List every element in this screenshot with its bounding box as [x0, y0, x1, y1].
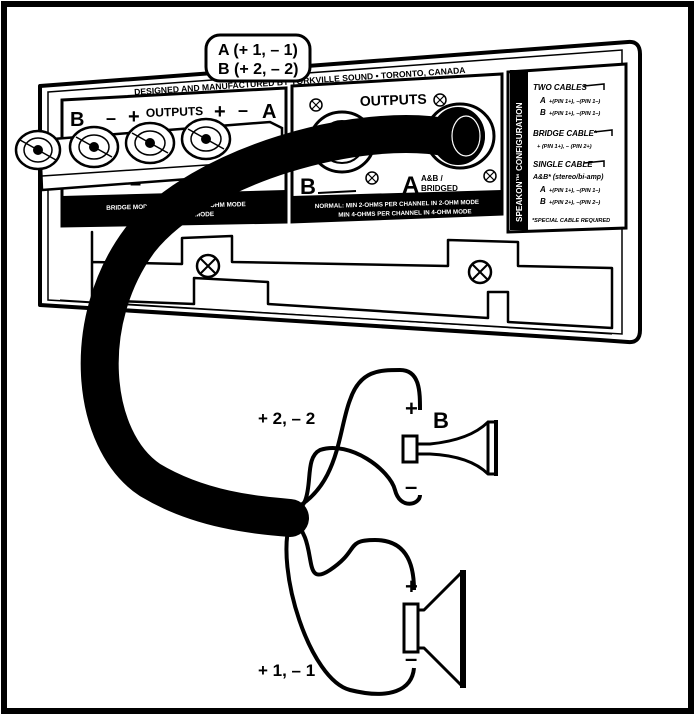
callout-line-a: A (+ 1, – 1)	[218, 42, 298, 59]
binding-post-outputs-label: OUTPUTS	[146, 104, 204, 120]
callout-box	[204, 33, 312, 83]
config-single-b-pins: +(PIN 2+), –(PIN 2–)	[549, 200, 600, 206]
screw-icon	[309, 98, 323, 112]
config-single-b-letter: B	[540, 197, 546, 206]
config-vertical-band	[510, 70, 528, 230]
config-two-b-letter: B	[540, 108, 546, 117]
cone-magnet	[402, 602, 420, 654]
speaker-b-letter: B	[433, 408, 449, 433]
screw-icon	[365, 171, 379, 185]
callout-line-b: B (+ 2, – 2)	[218, 61, 298, 78]
config-single-a-pins: +(PIN 1+), –(PIN 1–)	[549, 188, 600, 194]
panel-rim	[47, 49, 623, 335]
wire-a-minus	[284, 521, 416, 696]
config-single-ab: A&B* (stereo/bi-amp)	[532, 174, 604, 181]
speaker-wires: + 2, – 2 + 1, – 1	[258, 367, 422, 696]
speaker-a-plus: +	[405, 574, 418, 599]
binding-post-letter-a: A	[262, 101, 276, 123]
config-bridge-cable: BRIDGE CABLE*	[533, 129, 598, 138]
wire-b-plus	[287, 367, 422, 514]
config-two-a-pins: +(PIN 1+), –(PIN 1–)	[549, 99, 600, 105]
wire-label-a: + 1, – 1	[258, 661, 315, 680]
speakon-config-legend: SPEAKON™ CONFIGURATION TWO CABLES A +(PI…	[506, 62, 628, 234]
pin-callout: A (+ 1, – 1) B (+ 2, – 2)	[204, 33, 312, 83]
speaker-b-plus: +	[405, 396, 418, 421]
binding-post-minus-2: –	[238, 100, 248, 120]
chassis-lower	[59, 230, 614, 335]
config-single-a-letter: A	[539, 185, 546, 194]
speakon-note-band	[292, 190, 502, 222]
binding-post-plus-2: +	[214, 101, 226, 123]
speaker-b-minus: –	[405, 474, 417, 499]
chassis-bracket	[90, 230, 614, 330]
speakon-letter-a: A	[402, 172, 419, 199]
speakon-cable	[80, 107, 485, 537]
cable-body	[80, 115, 469, 537]
binding-post-letter-b: B	[70, 109, 84, 131]
screw-icon	[433, 93, 447, 107]
speakon-a-sub-2: BRIDGED	[421, 184, 458, 193]
binding-post-minus-1: –	[106, 108, 116, 128]
speakon-a-sub-1: A&B /	[421, 174, 444, 183]
terminal-knob	[124, 121, 176, 165]
speakon-plug	[431, 107, 485, 165]
config-two-b-pins: +(PIN 1+), –(PIN 1–)	[549, 111, 600, 117]
horn-driver	[401, 434, 419, 464]
config-vertical-title: SPEAKON™ CONFIGURATION	[515, 102, 524, 222]
terminal-knob	[180, 117, 232, 161]
config-two-cables: TWO CABLES	[533, 83, 587, 92]
config-two-a-letter: A	[539, 96, 546, 105]
speakon-letter-b: B	[300, 174, 316, 199]
terminal-knob	[68, 125, 120, 169]
screw-icon	[195, 253, 221, 279]
config-box	[506, 62, 628, 234]
binding-post-terminals	[14, 117, 232, 171]
config-bridge-pins: + (PIN 1+), – (PIN 2+)	[537, 144, 592, 150]
wire-label-b: + 2, – 2	[258, 409, 315, 428]
config-single-cable: SINGLE CABLE	[533, 160, 593, 169]
screw-icon	[483, 169, 497, 183]
speakon-note-1: NORMAL: MIN 2-OHMS PER CHANNEL IN 2-OHM …	[315, 199, 479, 210]
terminal-knob	[14, 129, 62, 171]
wire-b-minus	[289, 446, 422, 517]
speakon-outputs-label: OUTPUTS	[360, 91, 427, 109]
binding-post-plus-1: +	[128, 106, 140, 128]
config-footnote: *SPECIAL CABLE REQUIRED	[532, 218, 610, 224]
speaker-a: + – A	[402, 570, 466, 688]
screw-icon	[467, 259, 493, 285]
speaker-b: + – B	[401, 396, 498, 499]
speakon-note-2: MIN 4-OHMS PER CHANNEL IN 4-OHM MODE	[338, 208, 471, 218]
wire-a-plus	[290, 518, 416, 591]
